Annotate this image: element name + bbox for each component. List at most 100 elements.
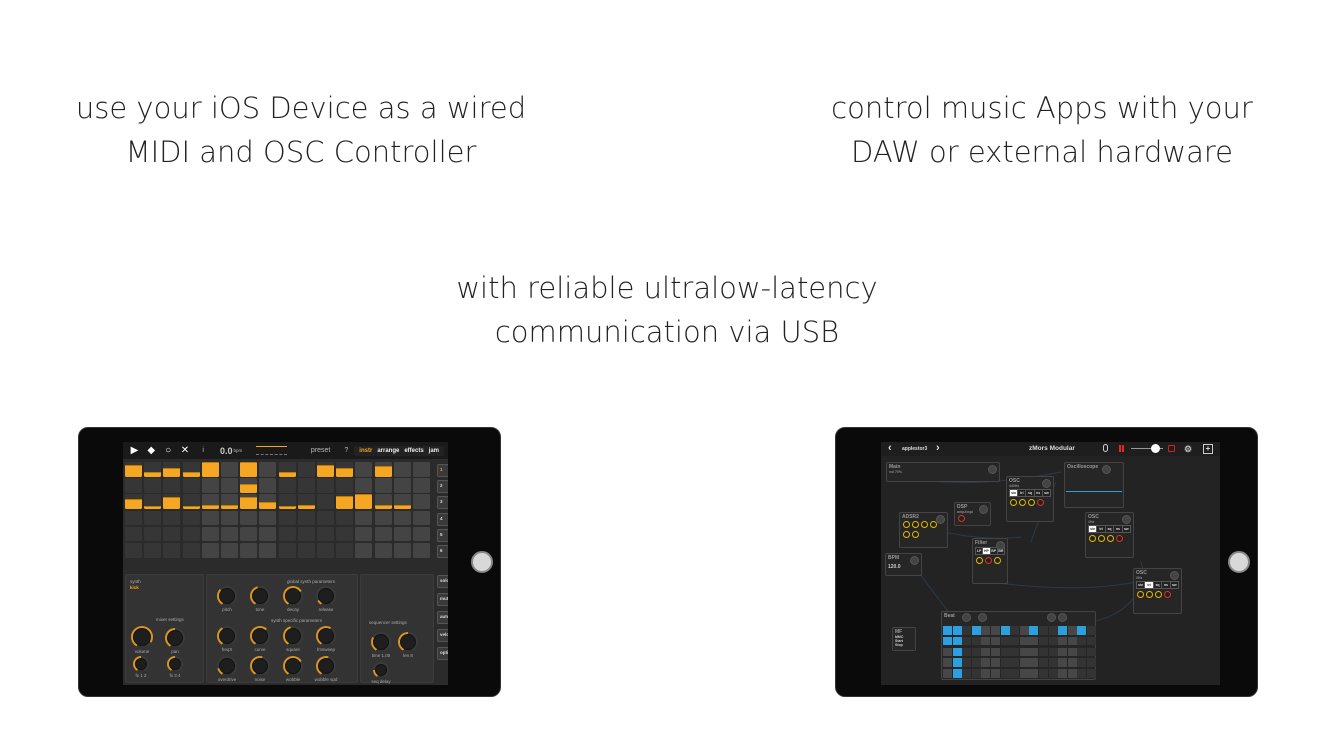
knob[interactable] [1137,591,1144,598]
beat-step[interactable] [981,647,991,657]
info-button[interactable]: i [202,447,204,454]
knob-wobble-spd[interactable] [316,656,336,676]
beat-step[interactable] [943,626,952,635]
step-cell[interactable] [182,510,200,526]
option-button[interactable]: option [437,647,448,660]
output-port[interactable] [988,465,997,474]
track-button[interactable]: 1 [437,464,448,477]
waveform-option[interactable]: BP [990,548,997,554]
step-cell[interactable] [317,526,334,542]
pause-icon[interactable] [1119,445,1124,452]
beat-step[interactable] [962,669,972,678]
add-icon[interactable]: + [1203,444,1213,454]
beat-port[interactable] [1058,613,1067,622]
beat-step[interactable] [981,626,991,635]
beat-step[interactable] [971,647,981,657]
knob[interactable] [1028,499,1035,506]
synth-selector[interactable]: kick [130,585,139,590]
knob[interactable] [1146,591,1153,598]
input-port[interactable] [1102,465,1111,474]
output-port[interactable] [1122,515,1131,524]
step-cell[interactable] [182,494,200,509]
step-cell[interactable] [393,494,411,509]
knob[interactable] [1010,499,1017,506]
output-port[interactable] [936,515,945,524]
step-cell[interactable] [125,478,142,493]
beat-step[interactable] [1077,647,1087,657]
track-button[interactable]: 4 [437,512,448,526]
step-cell[interactable] [259,543,277,558]
beat-step[interactable] [952,636,962,646]
step-cell[interactable] [240,494,258,509]
beat-step[interactable] [1058,658,1068,667]
step-cell[interactable] [125,462,142,477]
step-cell[interactable] [393,478,411,493]
waveform-option[interactable]: sin [1089,526,1097,532]
beat-step[interactable] [1019,636,1029,646]
step-cell[interactable] [297,462,315,477]
step-cell[interactable] [144,478,162,493]
track-button[interactable]: 3 [437,496,448,510]
knob-len-8[interactable] [398,632,418,652]
knob-square[interactable] [283,626,303,646]
module-scope[interactable]: Oscilloscope [1064,462,1124,508]
step-cell[interactable] [182,478,200,493]
step-cell[interactable] [278,478,296,493]
knob[interactable] [1155,591,1162,598]
beat-step[interactable] [1000,647,1010,657]
step-cell[interactable] [201,478,219,493]
beat-port[interactable] [962,613,971,622]
step-cell[interactable] [374,478,392,493]
knob[interactable] [1098,535,1105,542]
knob-wobble[interactable] [283,656,303,676]
mute-button[interactable]: mute [437,593,448,606]
beat-step[interactable] [1010,647,1020,657]
knob-fmsweep[interactable] [316,626,336,646]
step-cell[interactable] [144,543,162,558]
module-adsr[interactable]: ADSR2 [899,512,948,548]
stop-icon[interactable]: ◆ [147,445,156,456]
step-cell[interactable] [163,494,181,509]
step-cell[interactable] [336,478,354,493]
beat-step[interactable] [1048,626,1058,635]
step-cell[interactable] [201,543,219,558]
beat-step[interactable] [943,658,952,667]
beat-step[interactable] [1087,669,1096,678]
step-cell[interactable] [259,510,277,526]
beat-step[interactable] [1077,636,1087,646]
step-cell[interactable] [374,526,392,542]
step-cell[interactable] [297,526,315,542]
knob[interactable] [912,531,919,538]
step-cell[interactable] [221,543,238,558]
knob[interactable] [912,521,919,528]
tab-effects[interactable]: effects [404,447,424,454]
knob-decay[interactable] [283,586,303,606]
step-cell[interactable] [355,510,373,526]
knob[interactable] [976,557,983,564]
bpm-value[interactable]: 0.0 [219,445,233,456]
step-cell[interactable] [144,462,162,477]
step-cell[interactable] [355,494,373,509]
knob-fx-1-2[interactable] [133,656,149,672]
output-port[interactable] [910,556,919,565]
step-cell[interactable] [259,526,277,542]
step-cell[interactable] [221,462,238,477]
knob-freqX[interactable] [217,626,237,646]
tab-jam[interactable]: jam [428,447,440,454]
waveform-option[interactable]: BR [997,548,1004,554]
step-cell[interactable] [201,526,219,542]
beat-step[interactable] [952,669,962,678]
beat-step[interactable] [991,626,1000,635]
knob-overdrive[interactable] [217,656,237,676]
preset-button[interactable]: preset [310,447,331,454]
step-cell[interactable] [317,478,334,493]
step-cell[interactable] [336,543,354,558]
beat-step[interactable] [1058,669,1068,678]
waveform-option[interactable]: sq [1026,490,1034,496]
step-cell[interactable] [297,478,315,493]
beat-step[interactable] [1048,636,1058,646]
